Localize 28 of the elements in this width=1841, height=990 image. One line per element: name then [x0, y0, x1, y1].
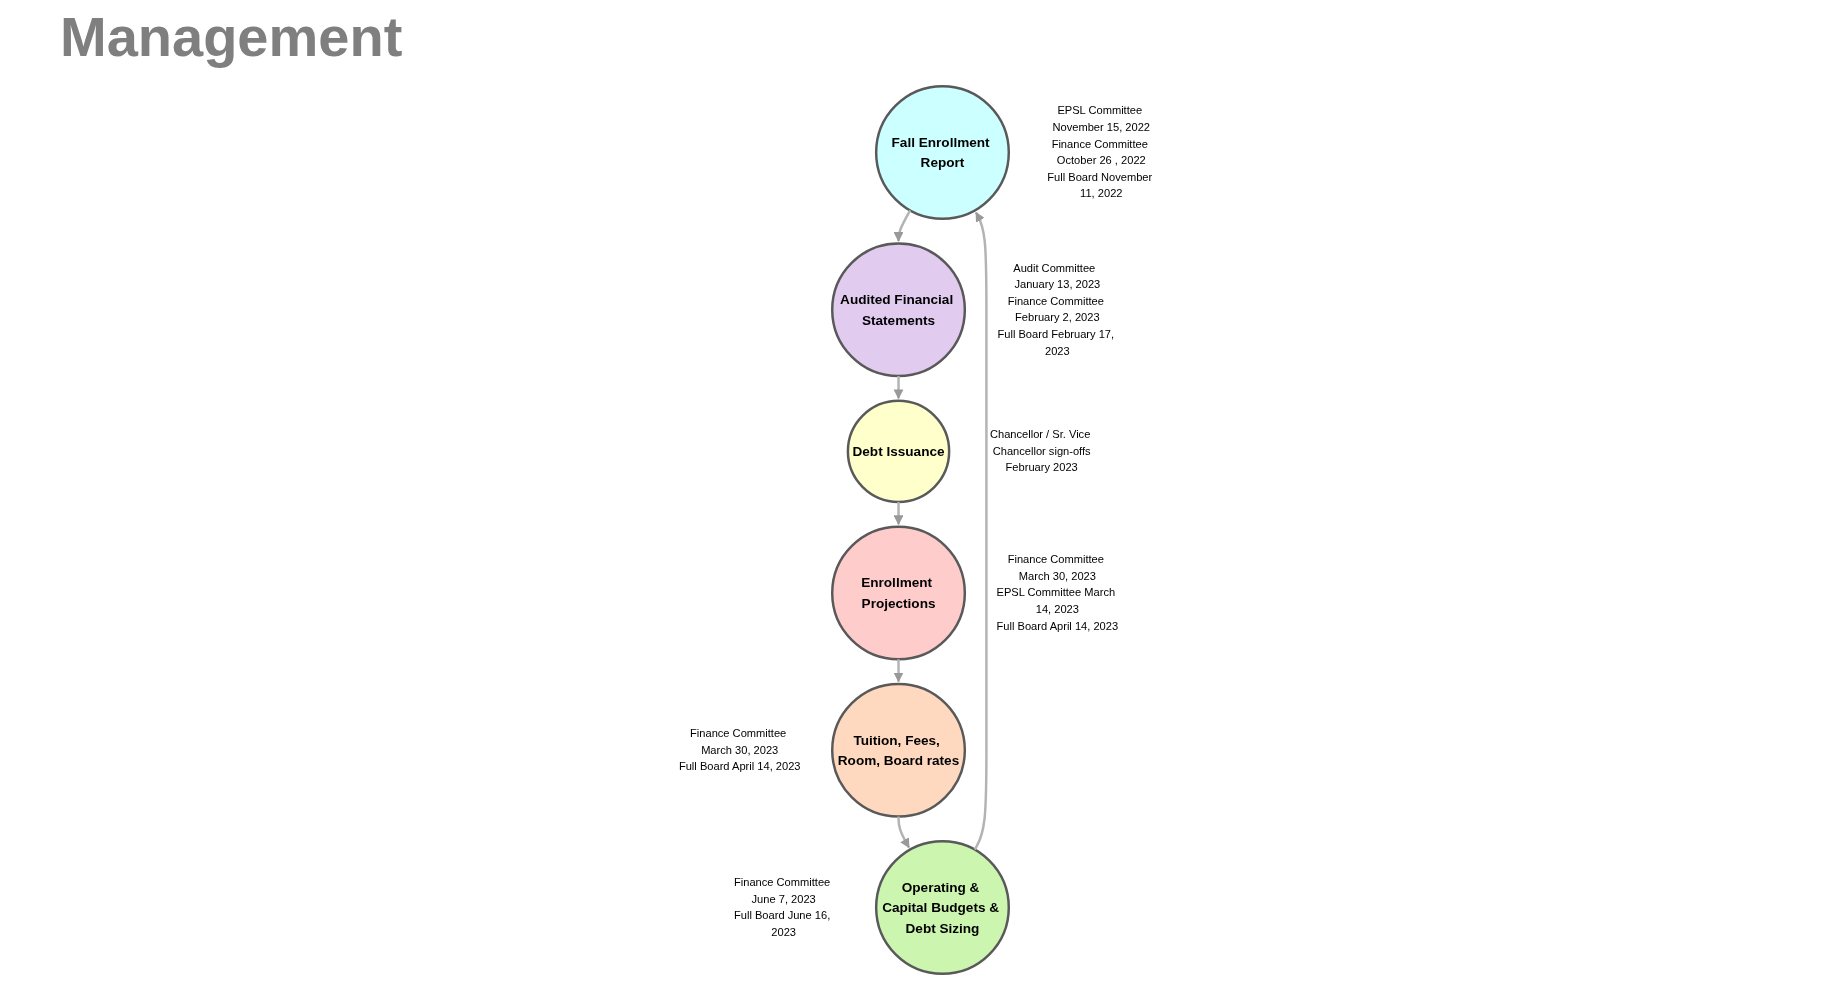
diagram-title: Management: [60, 4, 403, 69]
node-label: Full Board November 11, 2022: [1047, 170, 1153, 200]
node-label: Chancellor / Sr. Vice Chancellor sign-offs: [989, 428, 1091, 458]
node-circle: Tuition, Fees, Room, Board rates: [831, 682, 967, 818]
node-label: Full Board June 16, 2023: [733, 909, 831, 939]
node-label: Full Board February 17, 2023: [997, 328, 1115, 358]
node-label: EPSL Committee March 14, 2023: [996, 586, 1116, 616]
node-label: Audit Committee January 13, 2023: [1013, 261, 1101, 291]
node-label: Full Board April 14, 2023: [996, 619, 1119, 633]
arrow: [897, 816, 910, 849]
node-label: Finance Committee February 2, 2023: [1007, 294, 1104, 324]
node-circle: Debt Issuance: [846, 399, 951, 504]
arrow: [973, 211, 988, 851]
arrow: [893, 376, 904, 400]
node-circle: Fall Enrollment Report: [874, 84, 1010, 220]
node-circle: Enrollment Projections: [831, 525, 967, 661]
node-label: February 2023: [1005, 461, 1078, 474]
arrow: [893, 502, 904, 526]
node-circle: Audited Financial Statements: [831, 242, 967, 378]
node-label: Finance Committee March 30, 2023: [1007, 553, 1104, 583]
arrow: [893, 209, 912, 242]
node-label: Finance Committee June 7, 2023: [733, 876, 831, 906]
node-label: EPSL Committee November 15, 2022: [1052, 104, 1151, 134]
arrow: [893, 659, 904, 683]
node-label: Finance Committee October 26 , 2022: [1051, 137, 1148, 167]
node-circle: Operating & Capital Budgets & Debt Sizing: [874, 840, 1010, 976]
node-label: Full Board April 14, 2023: [678, 760, 801, 773]
node-label: Finance Committee March 30, 2023: [690, 727, 787, 757]
